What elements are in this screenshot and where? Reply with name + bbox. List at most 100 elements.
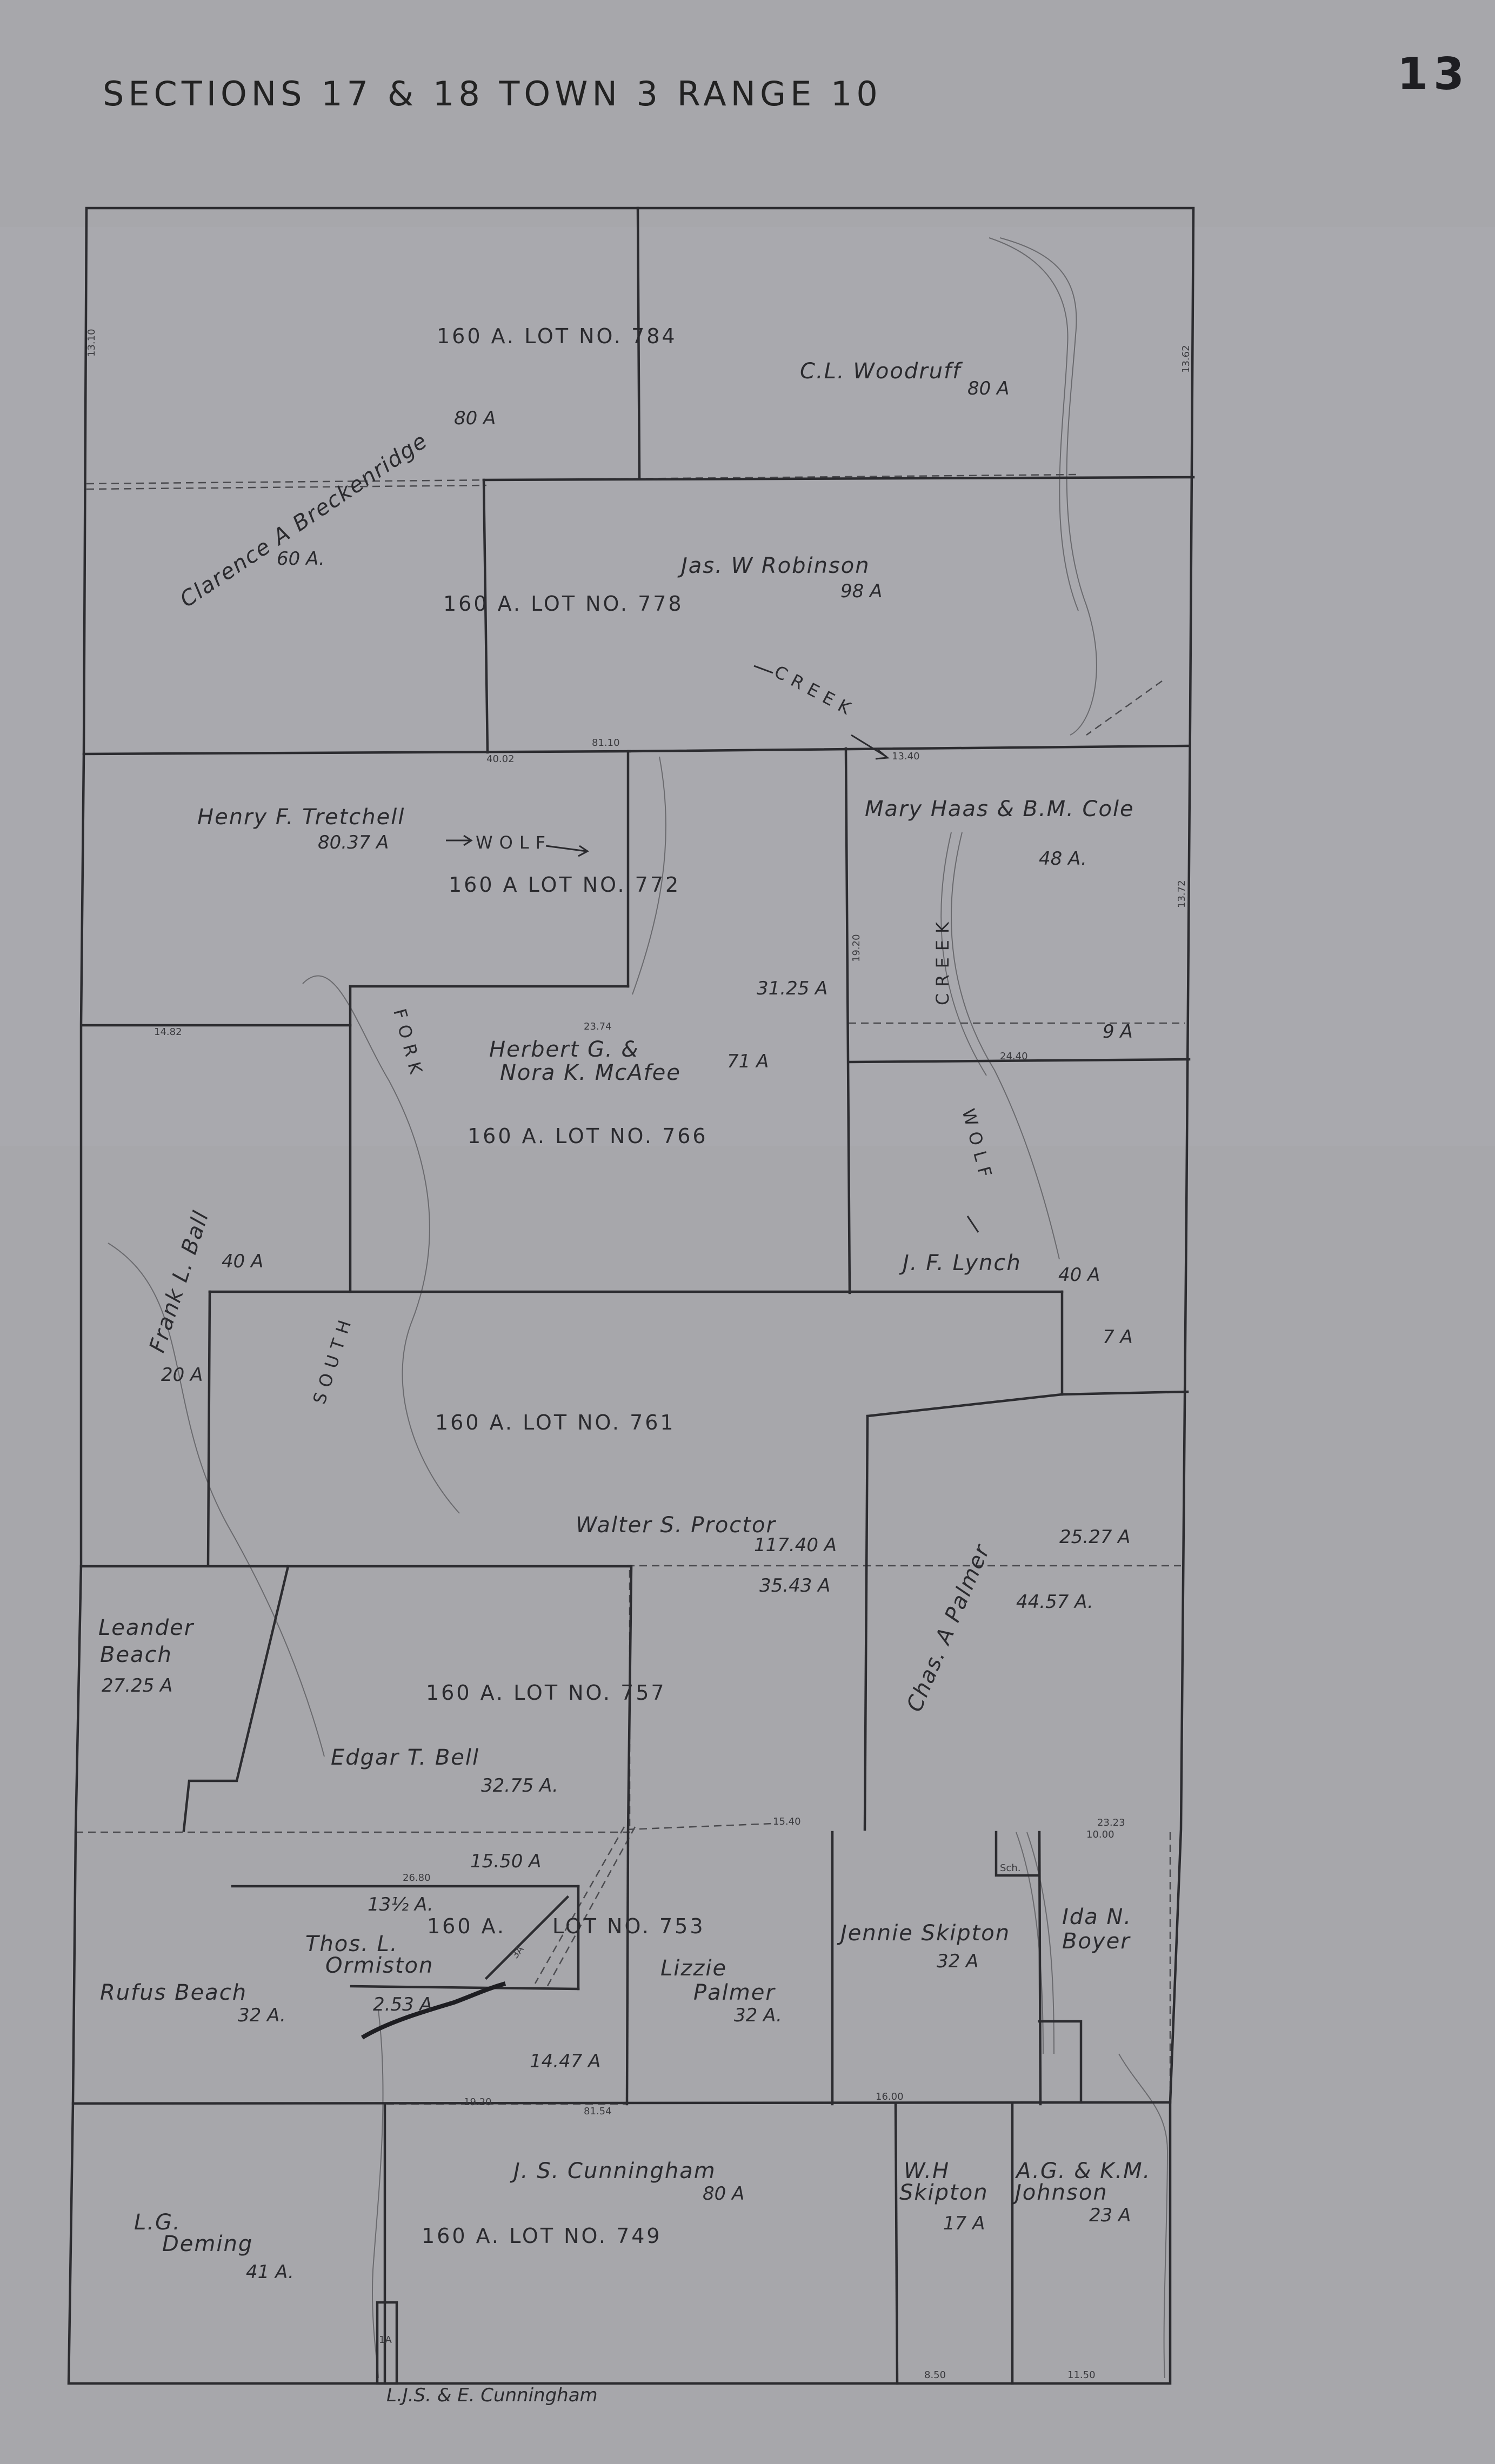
owner-woodruff: C.L. Woodruff: [800, 359, 963, 384]
acre-bell: 32.75 A.: [481, 1775, 558, 1797]
owner-proctor: Walter S. Proctor: [576, 1513, 776, 1538]
measure-4: 81.10: [592, 737, 620, 749]
owner-lynch: J. F. Lynch: [899, 1251, 1022, 1276]
measure-14: 16.00: [876, 2091, 904, 2102]
creek-label-east: CREEK: [932, 916, 953, 1005]
page-number: 13: [1397, 49, 1470, 100]
lot-761-label: 160 A. LOT NO. 761: [435, 1411, 676, 1434]
acre-13: 13½ A.: [368, 1894, 433, 1915]
acre-woodruff: 80 A: [967, 378, 1009, 399]
lot-766-label: 160 A. LOT NO. 766: [468, 1124, 708, 1148]
owner-ormiston-line1: Thos. L.: [305, 1932, 398, 1956]
acre-johnson: 23 A: [1089, 2205, 1131, 2226]
owner-haas-cole: Mary Haas & B.M. Cole: [865, 797, 1134, 822]
measure-7: 13.72: [1176, 880, 1187, 908]
acre-strip: 1A: [379, 2334, 392, 2346]
owner-wh-skipton-line1: W.H: [904, 2159, 950, 2183]
acre-lynch-40: 40 A: [1058, 1264, 1100, 1286]
owner-lizzie-line1: Lizzie: [660, 1956, 727, 1981]
acre-mcafee: 71 A: [727, 1051, 769, 1072]
acre-wh-skipton: 17 A: [943, 2213, 985, 2234]
acre-14-47: 14.47 A: [530, 2051, 600, 2072]
measure-15: 81.54: [584, 2106, 612, 2117]
parcel-boundaries: [67, 206, 1195, 2385]
owner-wh-skipton-line2: Skipton: [899, 2180, 989, 2205]
acre-proctor-117: 117.40 A: [754, 1534, 837, 1556]
owner-boyer-line1: Ida N.: [1062, 1905, 1132, 1929]
measurements: 13.10 13.62 40.02 81.10 13.40 19.20 13.7…: [86, 329, 1192, 2381]
acre-rufus: 32 A.: [238, 2005, 286, 2026]
acre-breckenridge-60: 60 A.: [277, 548, 325, 570]
lot-778-label: 160 A. LOT NO. 778: [443, 592, 684, 616]
owner-cunningham: J. S. Cunningham: [510, 2159, 716, 2183]
measure-1: 13.10: [86, 329, 97, 357]
acre-deming: 41 A.: [246, 2261, 294, 2283]
measure-19: 23.23: [1097, 1817, 1125, 1828]
stream-traces: [108, 237, 1169, 2379]
measure-10: 14.82: [154, 1026, 182, 1038]
owner-rufus-beach: Rufus Beach: [100, 1980, 247, 2005]
owner-robinson: Jas. W Robinson: [677, 553, 870, 578]
acre-haas-48: 48 A.: [1039, 848, 1087, 870]
acre-robinson: 98 A: [840, 580, 882, 602]
school-label: Sch.: [1000, 1862, 1020, 1874]
measure-13: 19.20: [464, 2096, 492, 2108]
acreage-labels: 80 A 60 A. 80 A 98 A 80.37 A 48 A. 31.25…: [102, 378, 1133, 2346]
acre-lynch-7: 7 A: [1103, 1326, 1133, 1348]
owner-lizzie-line2: Palmer: [693, 1980, 776, 2005]
lot-784-label: 160 A. LOT NO. 784: [437, 324, 677, 348]
owner-tretchell: Henry F. Tretchell: [197, 805, 405, 830]
wolf-label-upper: WOLF: [476, 832, 552, 853]
map-title: SECTIONS 17 & 18 TOWN 3 RANGE 10: [103, 74, 882, 113]
owner-cunningham-strip: L.J.S. & E. Cunningham: [386, 2385, 598, 2406]
measure-3: 40.02: [486, 753, 515, 765]
owner-mcafee-line2: Nora K. McAfee: [500, 1060, 681, 1085]
owner-jennie-skipton: Jennie Skipton: [837, 1921, 1010, 1946]
acre-palmer-44: 44.57 A.: [1016, 1591, 1093, 1613]
lot-labels: 160 A. LOT NO. 784 160 A. LOT NO. 778 16…: [422, 324, 708, 2248]
measure-6: 19.20: [851, 934, 862, 962]
measure-16: 8.50: [924, 2369, 946, 2381]
owner-bell: Edgar T. Bell: [331, 1745, 479, 1770]
lot-749-label: 160 A. LOT NO. 749: [422, 2224, 662, 2248]
owner-deming-line1: L.G.: [134, 2210, 181, 2235]
owner-ormiston-line2: Ormiston: [325, 1953, 433, 1978]
measure-9: 23.74: [584, 1021, 612, 1032]
acre-leander: 27.25 A: [102, 1675, 172, 1697]
acre-2-53: 2.53 A: [373, 1994, 432, 2015]
measure-5: 13.40: [892, 751, 920, 762]
acre-15-50: 15.50 A: [470, 1851, 541, 1872]
owner-deming-line2: Deming: [162, 2232, 253, 2256]
acre-jennie: 32 A: [937, 1951, 978, 1972]
measure-8: 24.40: [1000, 1051, 1028, 1062]
acre-haas-9: 9 A: [1103, 1021, 1133, 1043]
measure-18: 10.00: [1086, 1829, 1114, 1840]
lot-757-label: 160 A. LOT NO. 757: [426, 1681, 666, 1705]
owner-boyer-line2: Boyer: [1062, 1929, 1131, 1954]
acre-proctor-35: 35.43 A: [759, 1575, 830, 1597]
lot-753-label: LOT NO. 753: [552, 1914, 705, 1938]
lot-772-label: 160 A LOT NO. 772: [449, 873, 680, 897]
acre-tretchell: 80.37 A: [318, 832, 389, 853]
dashed-lines: [76, 473, 1185, 2378]
owner-leander-line2: Beach: [100, 1642, 172, 1667]
measure-17: 11.50: [1067, 2369, 1096, 2381]
acre-palmer-25: 25.27 A: [1059, 1526, 1130, 1548]
measure-2: 13.62: [1180, 345, 1192, 373]
acre-ball-20: 20 A: [161, 1364, 203, 1386]
acre-lot-772: 31.25 A: [757, 978, 827, 999]
lot-753-acre-label: 160 A.: [427, 1914, 506, 1938]
measure-11: 26.80: [403, 1872, 431, 1884]
acre-lizzie: 32 A.: [734, 2005, 782, 2026]
measure-12: 15.40: [773, 1816, 801, 1827]
flow-arrows: [446, 665, 979, 1233]
paper-band: [0, 227, 1495, 1146]
acre-breckenridge-80: 80 A: [454, 408, 496, 429]
owner-leander-line1: Leander: [98, 1615, 195, 1640]
owner-johnson-line1: A.G. & K.M.: [1015, 2159, 1151, 2183]
acre-ball-40: 40 A: [222, 1251, 263, 1272]
owner-mcafee-line1: Herbert G. &: [489, 1037, 639, 1062]
owner-johnson-line2: Johnson: [1011, 2180, 1108, 2205]
acre-cunningham: 80 A: [703, 2183, 744, 2205]
